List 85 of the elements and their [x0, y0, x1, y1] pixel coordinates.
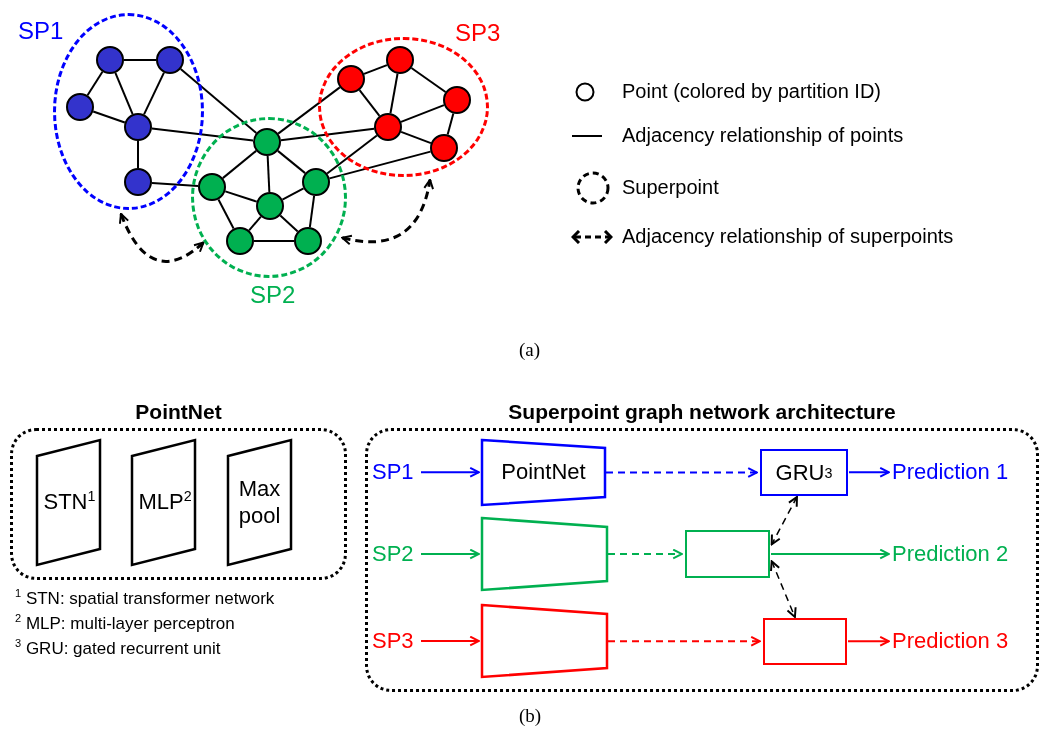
- process-box: [763, 618, 847, 665]
- point-circle: [337, 65, 365, 93]
- arrow: [847, 635, 890, 647]
- point-circle: [253, 128, 281, 156]
- connector-line: [308, 194, 316, 229]
- panel-heading: Superpoint graph network architecture: [507, 400, 897, 424]
- connector-line: [150, 127, 255, 142]
- legend-label: Superpoint: [622, 176, 719, 198]
- legend-label: Point (colored by partition ID): [622, 80, 881, 102]
- arrow: [420, 548, 480, 560]
- connector-line: [123, 59, 157, 61]
- connector-line: [358, 89, 381, 117]
- point-circle: [124, 113, 152, 141]
- connector-line: [217, 198, 235, 230]
- connector-line: [114, 71, 134, 116]
- legend-label: Adjacency relationship of points: [622, 124, 904, 146]
- input-label: SP3: [372, 626, 420, 656]
- connector-line: [92, 110, 126, 124]
- arrow: [420, 635, 480, 647]
- input-label: SP1: [372, 457, 420, 487]
- prediction-label: Prediction 2: [892, 539, 1040, 569]
- superpoint-label: SP3: [455, 20, 501, 47]
- connector-line: [137, 140, 139, 169]
- connector-line: [224, 190, 258, 203]
- panel-heading: PointNet: [134, 400, 223, 424]
- connector-line: [253, 240, 295, 242]
- point-circle: [156, 46, 184, 74]
- connector-line: [281, 187, 305, 201]
- arrow: [848, 466, 890, 478]
- double-arrow: [341, 178, 434, 245]
- connector-line: [221, 149, 258, 180]
- arrow: [770, 548, 890, 560]
- point-circle: [124, 168, 152, 196]
- arrow: [420, 466, 480, 478]
- connector-line: [446, 112, 455, 136]
- point-circle: [430, 134, 458, 162]
- superpoint-label: SP1: [18, 18, 64, 45]
- connector-line: [150, 181, 200, 188]
- point-circle: [294, 227, 322, 255]
- point-circle: [443, 86, 471, 114]
- connector-line: [266, 155, 271, 193]
- footnote: $^{1}$ STN: spatial transformer network: [15, 590, 275, 609]
- legend-label: Adjacency relationship of superpoints: [622, 225, 954, 247]
- panel-caption: (a): [519, 340, 541, 361]
- point-circle: [374, 113, 402, 141]
- connector-line: [410, 67, 447, 93]
- connector-line: [279, 214, 299, 233]
- point-circle: [226, 227, 254, 255]
- connector-line: [276, 149, 307, 175]
- prediction-label: Prediction 1: [892, 457, 1040, 487]
- footnote: $^{3}$ GRU: gated recurrent unit: [15, 640, 221, 659]
- connector-line: [86, 70, 104, 97]
- layer-label: MLP$^{2}$: [138, 489, 189, 516]
- point-circle: [256, 192, 284, 220]
- connector-line: [179, 68, 258, 134]
- double-arrow: [770, 495, 798, 546]
- connector-line: [363, 64, 388, 75]
- process-box: [685, 530, 770, 578]
- connector-line: [389, 72, 399, 115]
- arrow: [607, 548, 683, 560]
- input-label: SP2: [372, 539, 420, 569]
- point-circle: [66, 93, 94, 121]
- connector-line: [279, 127, 376, 142]
- point-circle: [198, 173, 226, 201]
- arrow: [607, 635, 761, 647]
- connector-line: [143, 71, 165, 116]
- double-arrow: [119, 212, 205, 263]
- connector-line: [326, 134, 378, 175]
- arrow: [605, 467, 758, 478]
- point-circle: [386, 46, 414, 74]
- point-circle: [96, 46, 124, 74]
- panel-caption: (b): [519, 706, 542, 727]
- module-label: PointNet: [501, 459, 586, 486]
- layer-label: STN$^{1}$: [43, 489, 94, 516]
- layer-label: Max pool: [237, 476, 282, 529]
- connector-line: [400, 104, 445, 123]
- connector-line: [248, 215, 262, 232]
- point-circle: [302, 168, 330, 196]
- connector-line: [328, 150, 432, 180]
- superpoint-label: SP2: [250, 282, 296, 309]
- prediction-label: Prediction 3: [892, 626, 1040, 656]
- connector-line: [277, 86, 341, 135]
- connector-line: [400, 130, 432, 145]
- footnote: $^{2}$ MLP: multi-layer perceptron: [15, 615, 235, 634]
- double-arrow: [770, 560, 797, 619]
